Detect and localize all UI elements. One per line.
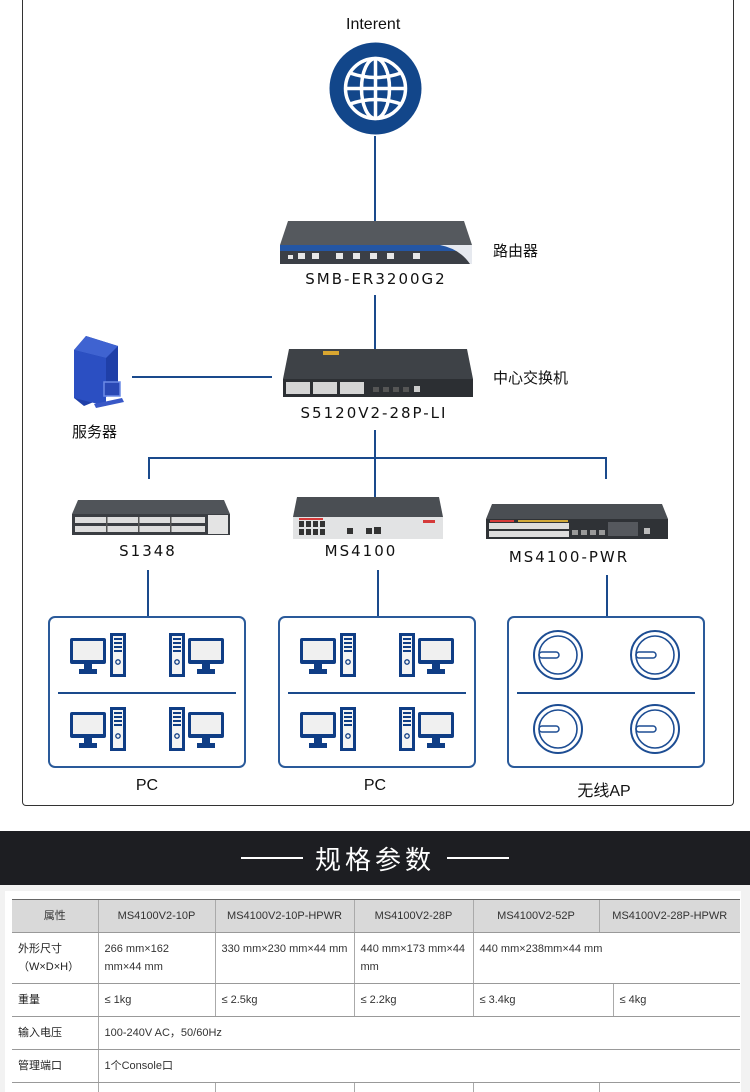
link-bus-ms4100pwr [605,457,607,479]
ap-group-box [507,616,705,768]
pc-group-box [48,616,246,768]
ms4100-pwr-device-icon [486,504,668,539]
globe-icon [329,42,422,135]
pc-left-icon [280,618,377,692]
spec-cell: ≤ 2.5kg [214,983,354,1017]
header-cell: MS4100V2-28P [353,899,473,933]
server-icon [74,336,124,408]
group-label: 无线AP [577,783,631,800]
pc-right-icon [377,618,474,692]
banner-dash-left [240,857,303,859]
row-label: 外形尺寸（W×D×H） [12,932,98,984]
internet-label: Interent [346,16,401,33]
server-role-label: 服务器 [72,423,118,441]
core-switch-device-icon [283,349,473,397]
table-row [12,1082,740,1092]
header-cell: MS4100V2-10P-HPWR [214,899,354,933]
spec-cell: 100-240V AC，50/60Hz [97,1016,740,1050]
s1348-device-icon [72,500,230,535]
core-switch-model-label: S5120V2-28P-LI [300,404,448,422]
pc-left-icon [50,692,147,766]
spec-table: 属性 MS4100V2-10P MS4100V2-10P-HPWR MS4100… [12,899,740,1092]
access-switch-model-label: S1348 [119,542,177,560]
header-cell: MS4100V2-28P-HPWR [598,899,740,933]
row-label: 重量 [12,983,98,1017]
spec-cell: 1个Console口 [97,1049,740,1083]
spec-cell: ≤ 3.4kg [472,983,613,1017]
spec-table-header-row: 属性 MS4100V2-10P MS4100V2-10P-HPWR MS4100… [12,899,740,933]
wireless-ap-icon [606,692,703,766]
link-bus-s1348 [148,457,150,479]
link-server-core [132,376,272,378]
spec-section-banner: 规格参数 [0,831,750,885]
wireless-ap-icon [509,692,606,766]
access-switch-model-label: MS4100 [324,542,398,560]
spec-cell: 330 mm×230 mm×44 mm [214,932,354,984]
spec-cell: ≤ 4kg [612,983,740,1017]
link-internet-router [374,136,376,228]
group-divider [58,692,236,694]
group-label: PC [135,777,159,794]
table-row: 输入电压 100-240V AC，50/60Hz [12,1016,740,1050]
header-cell: MS4100V2-10P [97,899,215,933]
spec-area: 属性 MS4100V2-10P MS4100V2-10P-HPWR MS4100… [0,885,750,1092]
pc-right-icon [147,692,244,766]
table-row: 外形尺寸（W×D×H） 266 mm×162 mm×44 mm 330 mm×2… [12,932,740,984]
access-switch-model-label: MS4100-PWR [508,548,630,566]
wireless-ap-icon [606,618,703,692]
ms4100-device-icon [293,497,443,539]
spec-cell: ≤ 1kg [97,983,215,1017]
spec-cell: 266 mm×162 mm×44 mm [97,932,215,984]
row-label: 管理端口 [12,1049,98,1083]
spec-cell: 440 mm×173 mm×44 mm [353,932,473,984]
pc-left-icon [50,618,147,692]
spec-cell: 440 mm×238mm×44 mm [472,932,740,984]
router-role-label: 路由器 [493,242,539,260]
router-model-label: SMB-ER3200G2 [305,270,447,288]
link-core-access [374,430,376,508]
spec-cell: ≤ 2.2kg [353,983,473,1017]
topology-diagram-frame [22,0,734,806]
spec-section-title: 规格参数 [314,845,435,876]
link-access-bus [148,457,606,459]
pc-right-icon [377,692,474,766]
pc-right-icon [147,618,244,692]
group-label: PC [363,777,387,794]
pc-group-box [278,616,476,768]
table-row: 重量 ≤ 1kg ≤ 2.5kg ≤ 2.2kg ≤ 3.4kg ≤ 4kg [12,983,740,1017]
link-router-core [374,295,376,350]
pc-left-icon [280,692,377,766]
group-divider [288,692,466,694]
header-cell: 属性 [12,899,98,933]
table-row: 管理端口 1个Console口 [12,1049,740,1083]
core-switch-role-label: 中心交换机 [493,369,569,387]
row-label: 输入电压 [12,1016,98,1050]
header-cell: MS4100V2-52P [472,899,599,933]
group-divider [517,692,695,694]
router-device-icon [280,221,472,264]
wireless-ap-icon [509,618,606,692]
banner-dash-right [447,857,509,859]
